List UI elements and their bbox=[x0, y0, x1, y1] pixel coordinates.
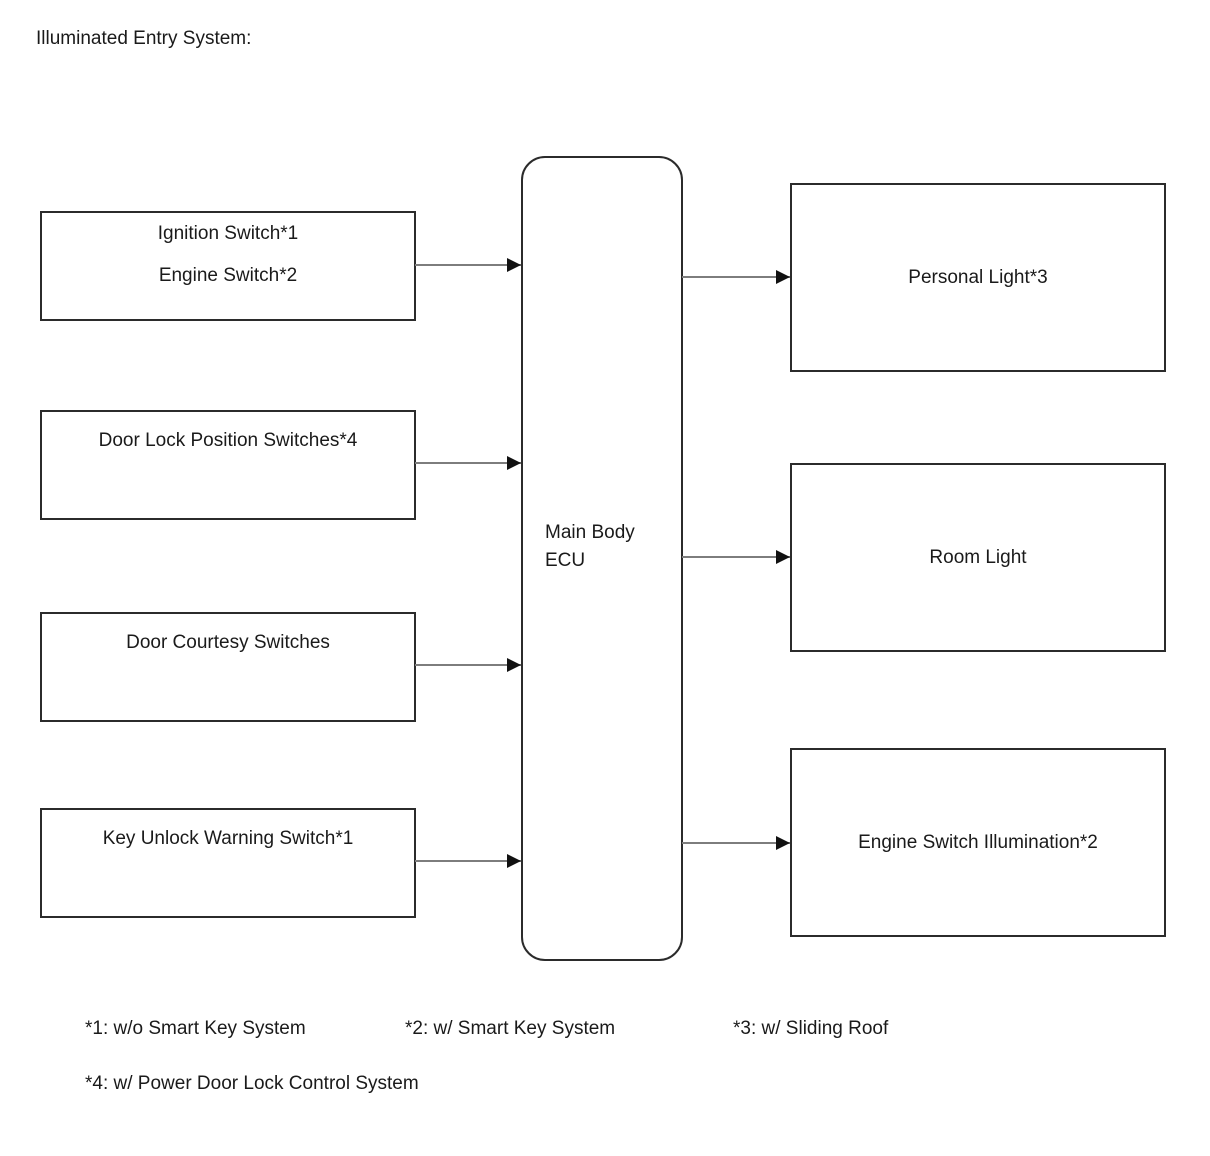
ecu-label-line: ECU bbox=[545, 550, 586, 571]
input-box-label-line: Ignition Switch*1 bbox=[157, 223, 299, 244]
output-box-room-light: Room Light bbox=[790, 463, 1166, 652]
connector-door-lock-to-ecu bbox=[415, 456, 521, 470]
arrowhead-icon bbox=[507, 658, 521, 672]
input-box-label-line: Engine Switch*2 bbox=[158, 265, 298, 286]
output-box-personal-light: Personal Light*3 bbox=[790, 183, 1166, 372]
main-body-ecu-block: Main Body ECU bbox=[521, 156, 683, 961]
connector-ignition-to-ecu bbox=[415, 258, 521, 272]
connector-ecu-to-engine-switch-illumination bbox=[682, 836, 790, 850]
arrowhead-icon bbox=[776, 836, 790, 850]
input-box-label-line: Key Unlock Warning Switch*1 bbox=[102, 828, 354, 849]
output-box-label: Engine Switch Illumination*2 bbox=[858, 831, 1098, 853]
input-box-key-unlock-warning-switch: Key Unlock Warning Switch*1 bbox=[40, 808, 416, 918]
input-box-door-courtesy-switches: Door Courtesy Switches bbox=[40, 612, 416, 722]
footnote-1: *1: w/o Smart Key System bbox=[85, 1018, 306, 1039]
output-box-engine-switch-illumination: Engine Switch Illumination*2 bbox=[790, 748, 1166, 937]
arrowhead-icon bbox=[776, 550, 790, 564]
input-box-label-line: Door Lock Position Switches*4 bbox=[98, 430, 358, 451]
connector-door-courtesy-to-ecu bbox=[415, 658, 521, 672]
footnote-2: *2: w/ Smart Key System bbox=[405, 1018, 616, 1039]
arrowhead-icon bbox=[776, 270, 790, 284]
input-box-ignition-engine-switch: Ignition Switch*1 Engine Switch*2 bbox=[40, 211, 416, 321]
input-box-door-lock-position-switches: Door Lock Position Switches*4 bbox=[40, 410, 416, 520]
input-box-label-line: Door Courtesy Switches bbox=[126, 632, 330, 653]
connector-key-unlock-to-ecu bbox=[415, 854, 521, 868]
diagram-title: Illuminated Entry System: bbox=[36, 28, 252, 49]
arrowhead-icon bbox=[507, 258, 521, 272]
arrowhead-icon bbox=[507, 456, 521, 470]
ecu-label-line: Main Body bbox=[545, 522, 635, 543]
output-box-label: Personal Light*3 bbox=[908, 266, 1048, 288]
footnote-4: *4: w/ Power Door Lock Control System bbox=[85, 1073, 419, 1094]
output-box-label: Room Light bbox=[929, 546, 1027, 568]
arrowhead-icon bbox=[507, 854, 521, 868]
connector-ecu-to-personal-light bbox=[682, 270, 790, 284]
footnote-3: *3: w/ Sliding Roof bbox=[733, 1018, 889, 1039]
connector-ecu-to-room-light bbox=[682, 550, 790, 564]
main-body-ecu-label: Main Body ECU bbox=[545, 519, 635, 575]
